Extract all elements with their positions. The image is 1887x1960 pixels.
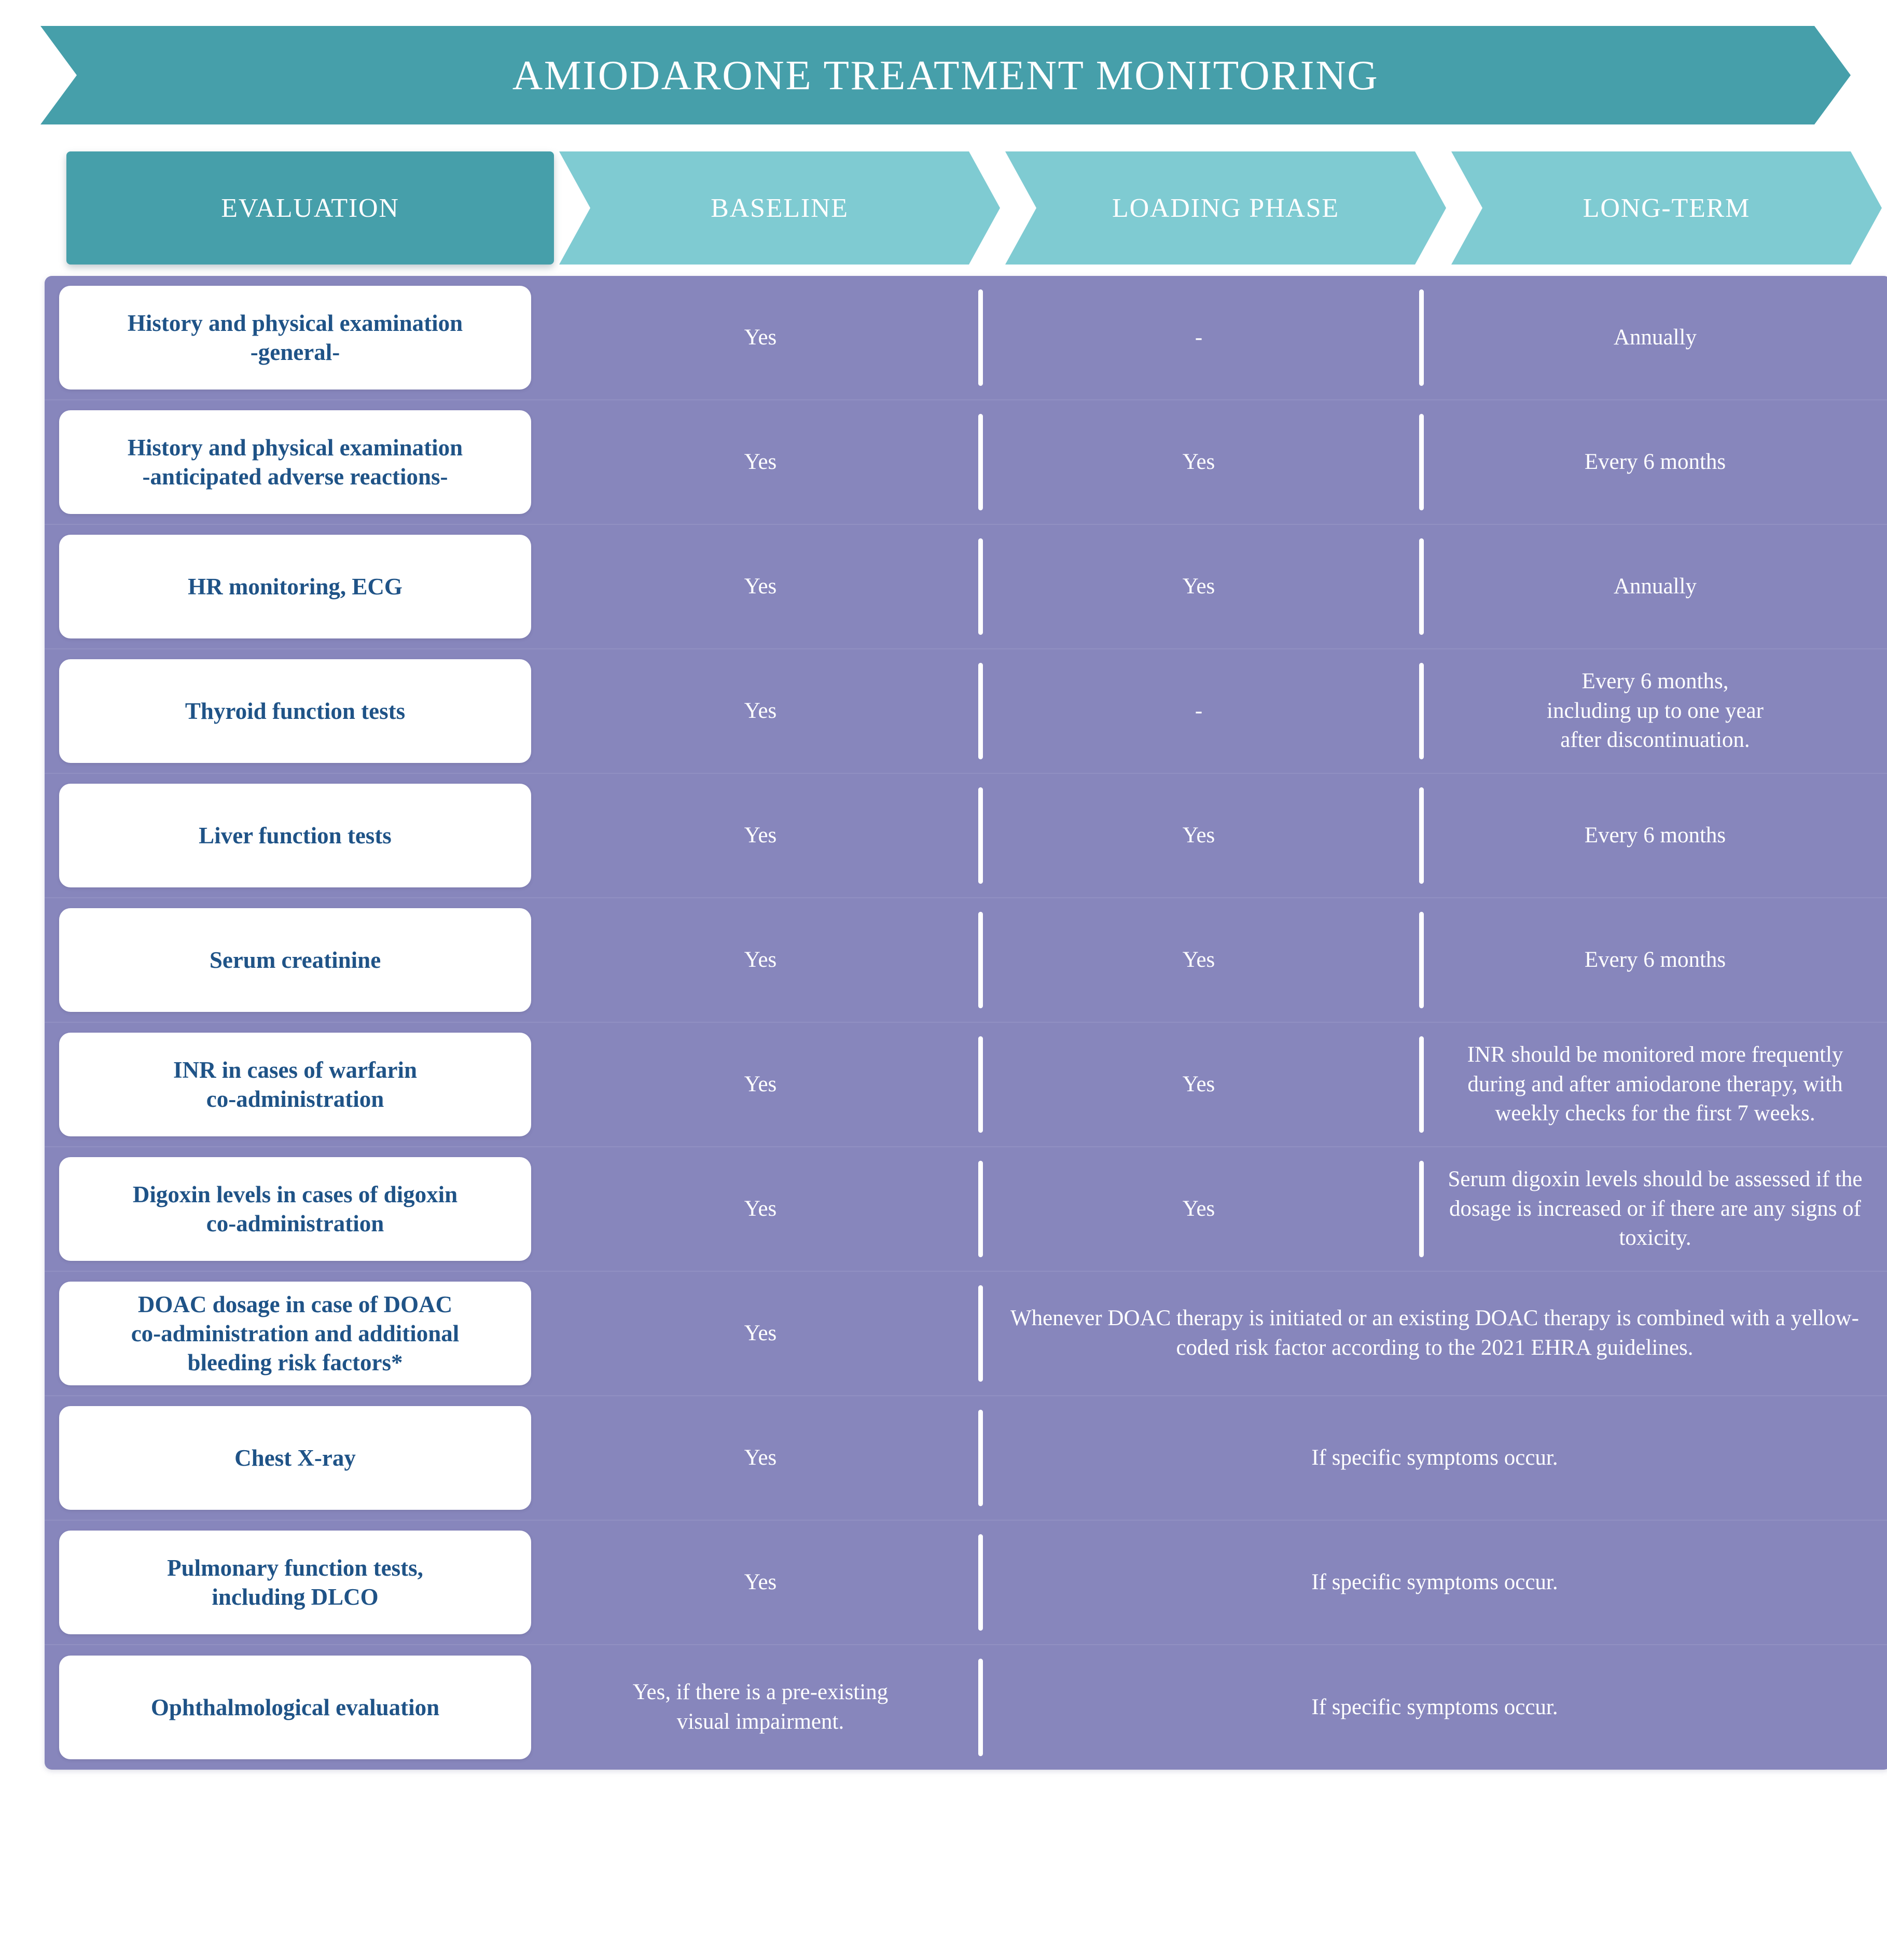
cell-baseline: Yes [744, 1445, 777, 1470]
column-header-long-term: LONG-TERM [1451, 151, 1882, 265]
cell-loading-longterm-merged: Whenever DOAC therapy is initiated or an… [978, 1272, 1887, 1395]
cell-loading-phase: Yes [978, 1147, 1419, 1271]
cell-loading-longterm-merged: If specific symptoms occur. [978, 1645, 1887, 1770]
cell-baseline: Yes [744, 698, 777, 723]
column-header-loading-phase-label: LOADING PHASE [1112, 193, 1339, 223]
column-header-evaluation-label: EVALUATION [221, 193, 399, 223]
cell-loading-phase: Yes [978, 774, 1419, 897]
cell-evaluation: Liver function tests [45, 774, 543, 897]
cell-loading-longterm-merged: If specific symptoms occur. [978, 1521, 1887, 1644]
cell-long-term: INR should be monitored more frequently … [1419, 1023, 1887, 1146]
cell-long-term: Every 6 months [1419, 774, 1887, 897]
column-header-loading-phase: LOADING PHASE [1005, 151, 1446, 265]
evaluation-label-box: Liver function tests [59, 784, 531, 887]
cell-long-term: Every 6 months [1419, 898, 1887, 1022]
page-title: AMIODARONE TREATMENT MONITORING [512, 51, 1379, 99]
evaluation-label-box: Chest X-ray [59, 1406, 531, 1510]
cell-baseline: Yes [744, 1320, 777, 1345]
cell-long-term: Annually [1419, 276, 1887, 399]
title-banner: AMIODARONE TREATMENT MONITORING [40, 26, 1851, 124]
cell-loading-phase: - [978, 276, 1419, 399]
evaluation-label-box: HR monitoring, ECG [59, 535, 531, 638]
cell-evaluation: Thyroid function tests [45, 649, 543, 773]
cell-baseline: Yes [744, 449, 777, 474]
evaluation-label-box: History and physical examination-general… [59, 286, 531, 390]
table-row: Chest X-ray Yes If specific symptoms occur… [45, 1396, 1887, 1521]
cell-loading-phase: Yes [978, 1023, 1419, 1146]
cell-long-term: Every 6 months [1419, 400, 1887, 524]
cell-evaluation: Serum creatinine [45, 898, 543, 1022]
table-row: History and physical examination-anticip… [45, 400, 1887, 525]
cell-loading-phase: Yes [978, 400, 1419, 524]
cell-loading-phase: - [978, 649, 1419, 773]
cell-evaluation: History and physical examination-anticip… [45, 400, 543, 524]
cell-evaluation: HR monitoring, ECG [45, 525, 543, 648]
cell-baseline: Yes [744, 947, 777, 972]
cell-loading-longterm-merged: If specific symptoms occur. [978, 1396, 1887, 1520]
table-row: Pulmonary function tests,including DLCO Y… [45, 1521, 1887, 1645]
cell-evaluation: History and physical examination-general… [45, 276, 543, 399]
column-header-row: EVALUATION BASELINE LOADING PHASE LONG-T… [66, 151, 1882, 265]
evaluation-label-box: Thyroid function tests [59, 659, 531, 763]
cell-baseline: Yes [744, 1196, 777, 1221]
cell-baseline: Yes [744, 1072, 777, 1096]
evaluation-label-box: Serum creatinine [59, 908, 531, 1012]
cell-evaluation: Pulmonary function tests,including DLCO [45, 1521, 543, 1644]
evaluation-label-box: History and physical examination-anticip… [59, 410, 531, 514]
cell-long-term: Annually [1419, 525, 1887, 648]
cell-baseline: Yes [744, 823, 777, 847]
cell-baseline: Yes [744, 574, 777, 599]
cell-evaluation: Ophthalmological evaluation [45, 1645, 543, 1770]
cell-loading-phase: Yes [978, 898, 1419, 1022]
table-row: History and physical examination-general… [45, 276, 1887, 400]
cell-baseline: Yes [744, 325, 777, 350]
cell-baseline: Yes [744, 1569, 777, 1594]
column-header-baseline: BASELINE [559, 151, 1000, 265]
table-body: History and physical examination-general… [45, 276, 1887, 1770]
evaluation-label-box: Pulmonary function tests,including DLCO [59, 1531, 531, 1634]
column-header-evaluation: EVALUATION [66, 151, 554, 265]
table-row: Ophthalmological evaluation Yes, if there… [45, 1645, 1887, 1770]
column-header-long-term-label: LONG-TERM [1583, 193, 1751, 223]
cell-evaluation: Chest X-ray [45, 1396, 543, 1520]
table-row: Thyroid function tests Yes -Every 6 months… [45, 649, 1887, 774]
column-header-baseline-label: BASELINE [711, 193, 849, 223]
cell-long-term: Serum digoxin levels should be assessed … [1419, 1147, 1887, 1271]
evaluation-label-box: Ophthalmological evaluation [59, 1656, 531, 1759]
cell-loading-phase: Yes [978, 525, 1419, 648]
